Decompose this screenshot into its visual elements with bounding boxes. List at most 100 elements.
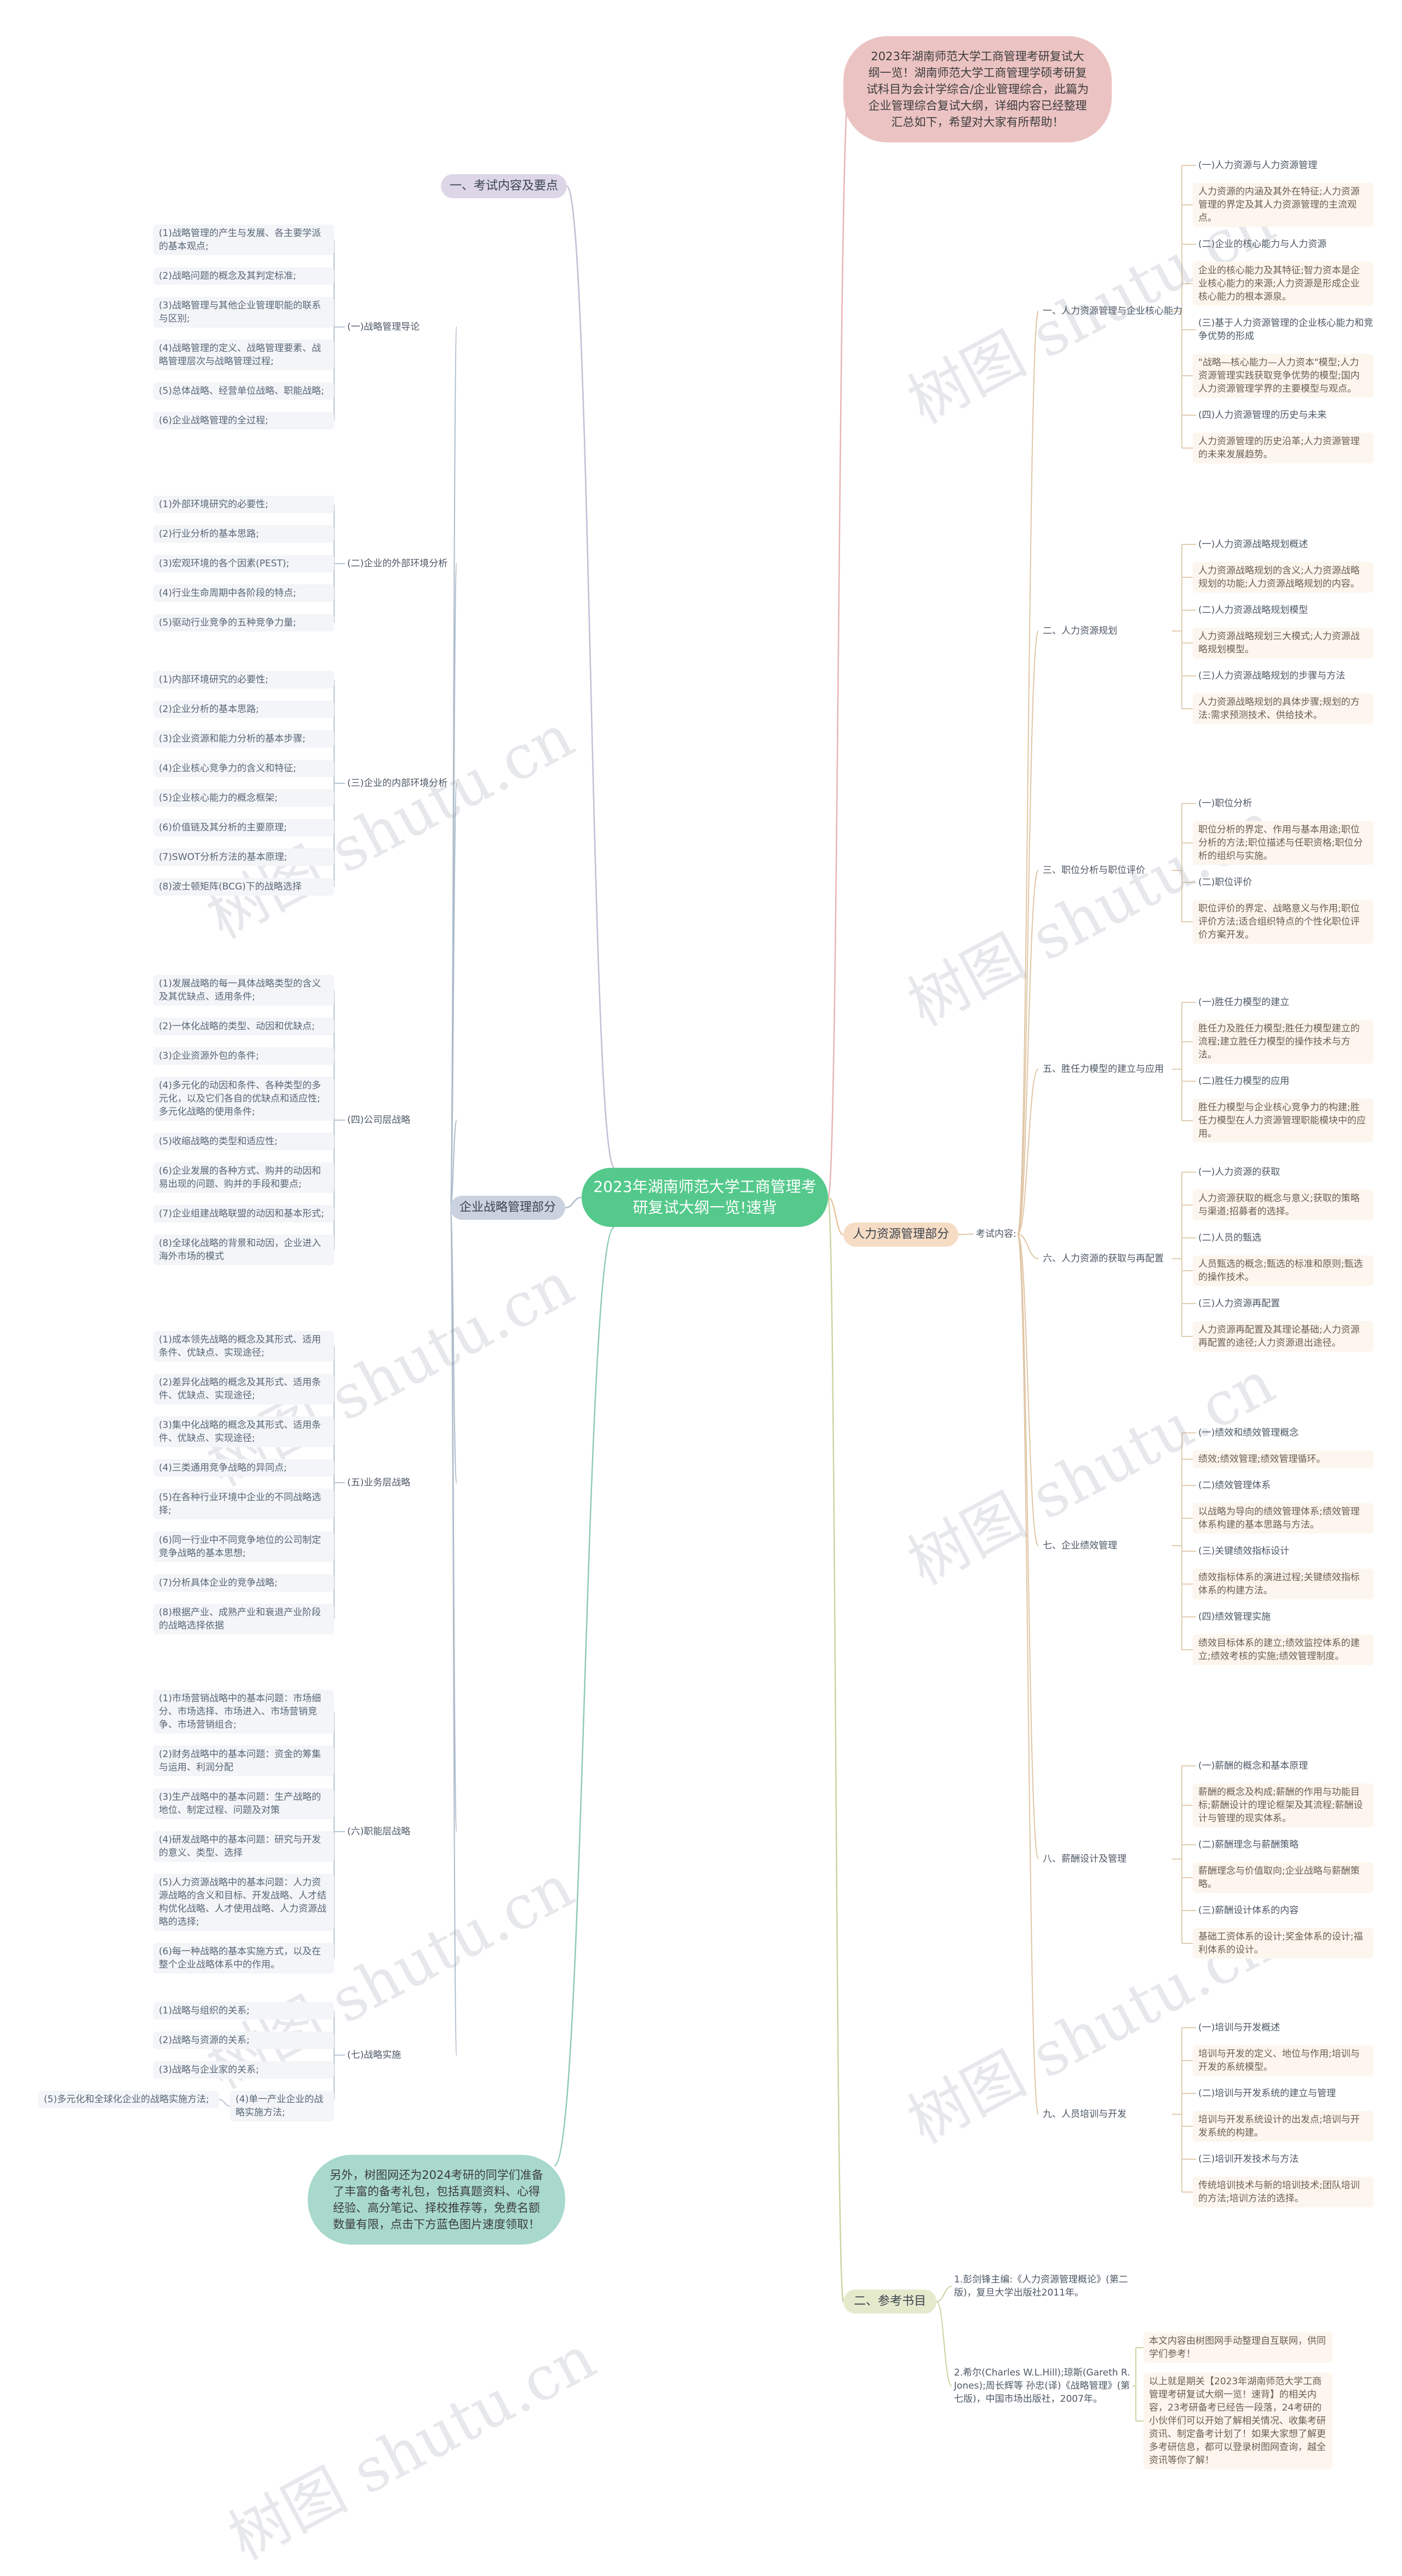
- hr-subheading[interactable]: (三)人力资源再配置: [1198, 1298, 1280, 1309]
- strategy-leaf[interactable]: (3)企业资源和能力分析的基本步骤;: [153, 730, 334, 748]
- hr-subheading[interactable]: (二)培训与开发系统的建立与管理: [1198, 2088, 1336, 2099]
- strategy-leaf[interactable]: (3)战略管理与其他企业管理职能的联系与区别;: [153, 297, 334, 328]
- strategy-leaf[interactable]: (2)战略问题的概念及其判定标准;: [153, 267, 334, 285]
- hr-leaf[interactable]: 绩效指标体系的演进过程;关键绩效指标体系的构建方法。: [1193, 1569, 1374, 1599]
- strategy-leaf[interactable]: (1)战略与组织的关系;: [153, 2002, 334, 2020]
- hr-subheading[interactable]: (二)绩效管理体系: [1198, 1480, 1271, 1491]
- root-topic[interactable]: 2023年湖南师范大学工商管理考研复试大纲一览!速背: [582, 1168, 828, 1227]
- hr-section[interactable]: 七、企业绩效管理: [1043, 1540, 1117, 1551]
- strategy-leaf[interactable]: (1)战略管理的产生与发展、各主要学派的基本观点;: [153, 225, 334, 255]
- hr-leaf[interactable]: 人力资源获取的概念与意义;获取的策略与渠道;招募者的选择。: [1193, 1190, 1374, 1220]
- hr-subheading[interactable]: (四)绩效管理实施: [1198, 1611, 1271, 1622]
- hr-leaf[interactable]: 薪酬理念与价值取向;企业战略与薪酬策略。: [1193, 1862, 1374, 1893]
- hr-leaf[interactable]: 培训与开发的定义、地位与作用;培训与开发的系统模型。: [1193, 2045, 1374, 2076]
- strategy-leaf[interactable]: (6)价值链及其分析的主要原理;: [153, 819, 334, 836]
- hr-subheading[interactable]: (三)基于人力资源管理的企业核心能力和竞争优势的形成: [1198, 318, 1374, 342]
- hr-leaf[interactable]: 胜任力模型与企业核心竞争力的构建;胜任力模型在人力资源管理职能模块中的应用。: [1193, 1099, 1374, 1143]
- hr-section[interactable]: 一、人力资源管理与企业核心能力: [1043, 306, 1182, 317]
- hr-section[interactable]: 九、人员培训与开发: [1043, 2109, 1127, 2120]
- strategy-leaf[interactable]: (7)分析具体企业的竞争战略;: [153, 1574, 334, 1592]
- strategy-leaf[interactable]: (8)全球化战略的背景和动因，企业进入海外市场的模式: [153, 1235, 334, 1265]
- strategy-leaf[interactable]: (3)生产战略中的基本问题：生产战略的地位、制定过程、问题及对策: [153, 1788, 334, 1819]
- hr-section[interactable]: 三、职位分析与职位评价: [1043, 865, 1145, 876]
- strategy-leaf[interactable]: (4)单一产业企业的战略实施方法;: [230, 2091, 334, 2121]
- reference-note[interactable]: 以上就是期关【2023年湖南师范大学工商管理考研复试大纲一览！速背】的相关内容，…: [1144, 2373, 1332, 2469]
- strategy-leaf[interactable]: (5)多元化和全球化企业的战略实施方法;: [38, 2091, 219, 2108]
- intro-bubble[interactable]: 2023年湖南师范大学工商管理考研复试大纲一览！湖南师范大学工商管理学硕考研复试…: [843, 36, 1112, 142]
- hr-subheading[interactable]: (三)关键绩效指标设计: [1198, 1546, 1290, 1557]
- strategy-group[interactable]: (六)职能层战略: [347, 1826, 411, 1837]
- strategy-leaf[interactable]: (1)内部环境研究的必要性;: [153, 671, 334, 689]
- strategy-leaf[interactable]: (5)在各种行业环境中企业的不同战略选择;: [153, 1489, 334, 1519]
- hr-subheading[interactable]: (二)人力资源战略规划模型: [1198, 605, 1308, 616]
- hr-leaf[interactable]: 传统培训技术与新的培训技术;团队培训的方法;培训方法的选择。: [1193, 2177, 1374, 2207]
- hr-leaf[interactable]: 基础工资体系的设计;奖金体系的设计;福利体系的设计。: [1193, 1928, 1374, 1959]
- strategy-leaf[interactable]: (6)同一行业中不同竞争地位的公司制定竞争战略的基本思想;: [153, 1531, 334, 1562]
- hr-leaf[interactable]: 人力资源战略规划的具体步骤;规划的方法:需求预测技术、供给技术。: [1193, 693, 1374, 724]
- hr-leaf[interactable]: 以战略为导向的绩效管理体系;绩效管理体系构建的基本思路与方法。: [1193, 1503, 1374, 1534]
- strategy-group[interactable]: (一)战略管理导论: [347, 322, 420, 332]
- promo-bubble[interactable]: 另外，树图网还为2024考研的同学们准备了丰富的备考礼包，包括真题资料、心得经验…: [308, 2155, 565, 2245]
- strategy-leaf[interactable]: (5)驱动行业竞争的五种竞争力量;: [153, 614, 334, 632]
- hr-subheading[interactable]: (二)薪酬理念与薪酬策略: [1198, 1839, 1299, 1850]
- hr-subheading[interactable]: (一)绩效和绩效管理概念: [1198, 1427, 1299, 1438]
- hr-leaf[interactable]: 培训与开发系统设计的出发点;培训与开发系统的构建。: [1193, 2111, 1374, 2142]
- reference-item[interactable]: 1.彭剑锋主编:《人力资源管理概论》(第二版)，复旦大学出版社2011年。: [954, 2274, 1128, 2298]
- hr-subheading[interactable]: (一)培训与开发概述: [1198, 2022, 1280, 2033]
- exam-content-title[interactable]: 一、考试内容及要点: [441, 174, 567, 198]
- strategy-leaf[interactable]: (7)企业组建战略联盟的动因和基本形式;: [153, 1205, 334, 1223]
- hr-leaf[interactable]: 绩效;绩效管理;绩效管理循环。: [1193, 1450, 1374, 1468]
- strategy-leaf[interactable]: (4)战略管理的定义、战略管理要素、战略管理层次与战略管理过程;: [153, 340, 334, 370]
- hr-subheading[interactable]: (一)职位分析: [1198, 798, 1252, 809]
- strategy-leaf[interactable]: (4)研发战略中的基本问题：研究与开发的意义、类型、选择: [153, 1831, 334, 1862]
- hr-leaf[interactable]: 职位评价的界定、战略意义与作用;职位评价方法;适合组织特点的个性化职位评价方案开…: [1193, 900, 1374, 944]
- hr-leaf[interactable]: 胜任力及胜任力模型;胜任力模型建立的流程;建立胜任力模型的操作技术与方法。: [1193, 1020, 1374, 1064]
- strategy-leaf[interactable]: (5)企业核心能力的概念框架;: [153, 789, 334, 807]
- strategy-leaf[interactable]: (4)多元化的动因和条件、各种类型的多元化，以及它们各自的优缺点和适应性;多元化…: [153, 1077, 334, 1121]
- reference-note[interactable]: 本文内容由树图网手动整理自互联网，供同学们参考！: [1144, 2332, 1332, 2363]
- hr-leaf[interactable]: 人力资源战略规划三大模式;人力资源战略规划模型。: [1193, 628, 1374, 658]
- strategy-leaf[interactable]: (8)根据产业、成熟产业和衰退产业阶段的战略选择依据: [153, 1604, 334, 1634]
- strategy-group[interactable]: (四)公司层战略: [347, 1115, 411, 1126]
- hr-leaf[interactable]: 人员甄选的概念;甄选的标准和原则;甄选的操作技术。: [1193, 1255, 1374, 1286]
- hr-subheading[interactable]: (一)薪酬的概念和基本原理: [1198, 1760, 1308, 1771]
- strategy-leaf[interactable]: (5)人力资源战略中的基本问题：人力资源战略的含义和目标、开发战略、人才结构优化…: [153, 1874, 334, 1931]
- strategy-leaf[interactable]: (3)宏观环境的各个因素(PEST);: [153, 555, 334, 572]
- hr-subheading[interactable]: (一)人力资源的获取: [1198, 1167, 1280, 1178]
- hr-subheading[interactable]: (一)胜任力模型的建立: [1198, 997, 1290, 1008]
- strategy-leaf[interactable]: (7)SWOT分析方法的基本原理;: [153, 848, 334, 866]
- hr-subheading[interactable]: (一)人力资源与人力资源管理: [1198, 160, 1318, 171]
- hr-section[interactable]: 五、胜任力模型的建立与应用: [1043, 1064, 1164, 1075]
- hr-leaf[interactable]: 薪酬的概念及构成;薪酬的作用与功能目标;薪酬设计的理论框架及其流程;薪酬设计与管…: [1193, 1783, 1374, 1827]
- strategy-leaf[interactable]: (1)外部环境研究的必要性;: [153, 496, 334, 513]
- hr-subheading[interactable]: (三)薪酬设计体系的内容: [1198, 1905, 1299, 1916]
- strategy-leaf[interactable]: (5)总体战略、经营单位战略、职能战略;: [153, 382, 334, 400]
- strategy-section-title[interactable]: 企业战略管理部分: [450, 1196, 565, 1220]
- strategy-group[interactable]: (二)企业的外部环境分析: [347, 558, 448, 569]
- hr-leaf[interactable]: "战略—核心能力—人力资本"模型;人力资源管理实践获取竞争优势的模型;国内人力资…: [1193, 354, 1374, 398]
- strategy-leaf[interactable]: (8)波士顿矩阵(BCG)下的战略选择: [153, 878, 334, 896]
- hr-subheading[interactable]: (二)企业的核心能力与人力资源: [1198, 239, 1327, 250]
- strategy-leaf[interactable]: (3)集中化战略的概念及其形式、适用条件、优缺点、实现途径;: [153, 1416, 334, 1447]
- hr-subheading[interactable]: (三)人力资源战略规划的步骤与方法: [1198, 670, 1346, 681]
- hr-leaf[interactable]: 人力资源再配置及其理论基础;人力资源再配置的途径;人力资源退出途径。: [1193, 1321, 1374, 1352]
- strategy-leaf[interactable]: (5)收缩战略的类型和适应性;: [153, 1133, 334, 1150]
- hr-leaf[interactable]: 人力资源战略规划的含义;人力资源战略规划的功能;人力资源战略规划的内容。: [1193, 562, 1374, 593]
- strategy-leaf[interactable]: (4)三类通用竞争战略的异同点;: [153, 1459, 334, 1477]
- hr-leaf[interactable]: 人力资源的内涵及其外在特征;人力资源管理的界定及其人力资源管理的主流观点。: [1193, 183, 1374, 227]
- hr-section[interactable]: 八、薪酬设计及管理: [1043, 1854, 1127, 1864]
- strategy-group[interactable]: (七)战略实施: [347, 2050, 401, 2061]
- hr-leaf[interactable]: 企业的核心能力及其特征;智力资本是企业核心能力的来源;人力资源是形成企业核心能力…: [1193, 262, 1374, 306]
- strategy-leaf[interactable]: (4)企业核心竞争力的含义和特征;: [153, 760, 334, 777]
- strategy-leaf[interactable]: (2)一体化战略的类型、动因和优缺点;: [153, 1018, 334, 1035]
- strategy-leaf[interactable]: (1)成本领先战略的概念及其形式、适用条件、优缺点、实现途径;: [153, 1331, 334, 1362]
- strategy-group[interactable]: (三)企业的内部环境分析: [347, 778, 448, 789]
- hr-leaf[interactable]: 职位分析的界定、作用与基本用途;职位分析的方法;职位描述与任职资格;职位分析的组…: [1193, 821, 1374, 865]
- strategy-leaf[interactable]: (4)行业生命周期中各阶段的特点;: [153, 584, 334, 602]
- strategy-leaf[interactable]: (1)发展战略的每一具体战略类型的含义及其优缺点、适用条件;: [153, 975, 334, 1006]
- hr-subheading[interactable]: (三)培训开发技术与方法: [1198, 2154, 1299, 2165]
- hr-section-title[interactable]: 人力资源管理部分: [843, 1223, 958, 1247]
- hr-section[interactable]: 二、人力资源规划: [1043, 626, 1117, 636]
- hr-subheading[interactable]: (二)职位评价: [1198, 877, 1252, 888]
- strategy-leaf[interactable]: (2)行业分析的基本思路;: [153, 525, 334, 543]
